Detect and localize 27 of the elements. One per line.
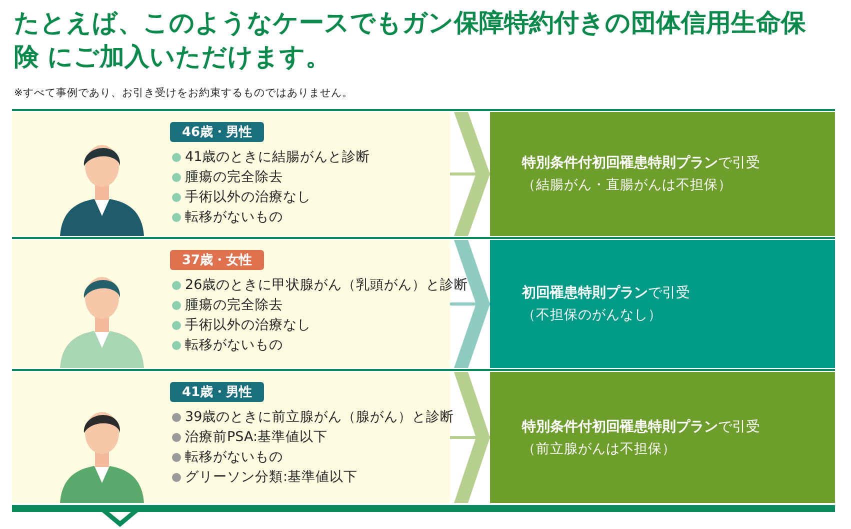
age-gender-tag: 46歳・男性 bbox=[170, 122, 264, 142]
plan-name: 初回罹患特則プランで引受 bbox=[522, 284, 691, 302]
case-detail: 治療前PSA:基準値以下 bbox=[185, 428, 328, 446]
case-detail: 転移がないもの bbox=[185, 336, 283, 354]
case-detail: 手術以外の治療なし bbox=[185, 188, 311, 206]
plan-note: （不担保のがんなし） bbox=[522, 306, 663, 324]
disclaimer-note: ※すべて事例であり、お引き受けをお約束するものではありません。 bbox=[14, 86, 353, 100]
plan-name: 特別条件付初回罹患特則プランで引受 bbox=[522, 418, 761, 436]
plan-panel bbox=[490, 240, 835, 368]
case-detail: 手術以外の治療なし bbox=[185, 316, 311, 334]
case-detail: 転移がないもの bbox=[185, 448, 283, 466]
plan-note: （前立腺がんは不担保） bbox=[522, 440, 677, 458]
case-detail: 腫瘍の完全除去 bbox=[185, 168, 283, 186]
case-detail: グリーソン分類:基準値以下 bbox=[185, 468, 358, 486]
case-detail: 39歳のときに前立腺がん（腺がん）と診断 bbox=[185, 408, 454, 426]
plan-name: 特別条件付初回罹患特則プランで引受 bbox=[522, 154, 761, 172]
case-detail: 41歳のときに結腸がんと診断 bbox=[185, 148, 370, 166]
heading: たとえば、このようなケースでもガン保障特約付きの団体信用生命保険 にご加入いただけます。 bbox=[14, 7, 807, 73]
case-detail: 腫瘍の完全除去 bbox=[185, 296, 283, 314]
age-gender-tag: 41歳・男性 bbox=[170, 382, 264, 402]
age-gender-tag: 37歳・女性 bbox=[170, 250, 264, 270]
plan-panel bbox=[490, 112, 835, 236]
case-panel bbox=[12, 112, 450, 236]
case-detail: 26歳のときに甲状腺がん（乳頭がん）と診断 bbox=[185, 276, 468, 294]
plan-note: （結腸がん・直腸がんは不担保） bbox=[522, 176, 733, 194]
plan-panel bbox=[490, 372, 835, 503]
case-detail: 転移がないもの bbox=[185, 208, 283, 226]
